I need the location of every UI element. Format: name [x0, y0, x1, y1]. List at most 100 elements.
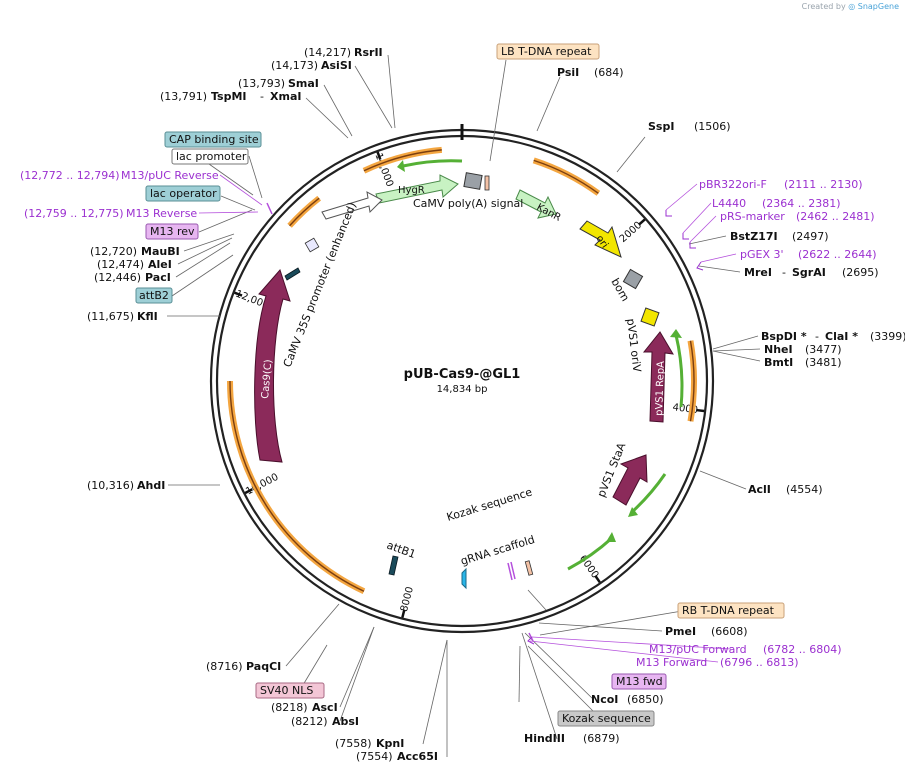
- enzyme-rsrii: RsrII: [354, 46, 383, 59]
- coord-nhei: (3477): [805, 343, 842, 356]
- box-cap-binding-site: [164, 131, 262, 148]
- band-top-right-core: [533, 159, 599, 194]
- credit-brand: SnapGene: [857, 2, 899, 11]
- enzyme-bmti: BmtI: [764, 356, 793, 369]
- enzyme-acc65i: Acc65I: [397, 750, 438, 763]
- m13-fwd-label: M13 fwd: [616, 675, 663, 688]
- enzyme-dash-xmai: -: [260, 90, 264, 103]
- box-lac-promoter: [171, 148, 249, 165]
- coord-absi: (8212): [291, 715, 328, 728]
- box-m13-rev: [145, 223, 199, 240]
- coord-mrei: (2695): [842, 266, 879, 279]
- enzyme-labels: (14,217) RsrII (14,173) AsiSI (13,793) S…: [87, 46, 905, 763]
- coord-asisi: (14,173): [271, 59, 318, 72]
- kozak-arrow: [461, 567, 467, 590]
- tick-mark: [401, 609, 406, 618]
- primer-m13-fwd: M13 Forward: [636, 656, 707, 669]
- band-left-bottom-core: [229, 380, 365, 592]
- cas9-arrow: [254, 269, 291, 463]
- attb1-label: attB1: [385, 539, 418, 561]
- coord-sspi: (1506): [694, 120, 731, 133]
- box-lac-operator: [145, 185, 221, 202]
- primer-coord-m13puc-fwd: (6782 .. 6804): [763, 643, 842, 656]
- primer-leader-lines: [198, 174, 737, 663]
- primer-coord-m13-fwd: (6796 .. 6813): [720, 656, 799, 669]
- tick-mark: [234, 291, 243, 297]
- primer-coord-m13-rev: (12,759 .. 12,775): [24, 207, 124, 220]
- coord-ahdi: (10,316): [87, 479, 134, 492]
- coord-alei: (12,474): [97, 258, 144, 271]
- tick-mark: [244, 488, 253, 495]
- enzyme-sspi: SspI: [648, 120, 674, 133]
- enzyme-sgrai: SgrAI: [792, 266, 826, 279]
- kozak-inner-label: Kozak sequence: [445, 485, 534, 523]
- enzyme-smai: SmaI: [288, 77, 319, 90]
- hygr-label: HygR: [398, 185, 425, 196]
- enzyme-alei: AleI: [148, 258, 172, 271]
- enzyme-ncoi: NcoI: [591, 693, 618, 706]
- credit-prefix: Created by: [801, 2, 846, 11]
- enzyme-asci: AscI: [312, 701, 338, 714]
- tick-mark: [696, 408, 705, 413]
- camv-polya-label: CaMV poly(A) signal: [413, 197, 523, 210]
- pvs1-repa-arrow: [642, 331, 674, 423]
- inner-features: [254, 172, 674, 642]
- pvs1-staa-arrow: [612, 454, 648, 506]
- primer-coord-pbr322ori-f: (2111 .. 2130): [784, 178, 863, 191]
- primer-l4440: L4440: [712, 197, 746, 210]
- box-m13-fwd: [611, 673, 667, 690]
- enzyme-paqci: PaqCI: [246, 660, 281, 673]
- lac-promoter-label: lac promoter: [176, 150, 247, 163]
- plasmid-length: 14,834 bp: [437, 384, 488, 395]
- pvs1-oriv-marker: [640, 307, 660, 327]
- coord-hindiii: (6879): [583, 732, 620, 745]
- plasmid-name: pUB-Cas9-@GL1: [404, 367, 521, 382]
- coord-bstz17i: (2497): [792, 230, 829, 243]
- primer-coord-pgex3: (2622 .. 2644): [798, 248, 877, 261]
- enzyme-mrei: MreI: [744, 266, 772, 279]
- enzyme-dash-sgrai: -: [782, 266, 786, 279]
- primer-labels: (12,772 .. 12,794) M13/pUC Reverse (12,7…: [20, 169, 877, 669]
- band-right-core: [689, 340, 695, 422]
- pvs1-repa-label: pVS1 RepA: [654, 361, 667, 416]
- ori-arrow: [579, 220, 622, 258]
- coord-acc65i: (7554): [356, 750, 393, 763]
- enzyme-nhei: NheI: [764, 343, 793, 356]
- coord-rsrii: (14,217): [304, 46, 351, 59]
- primer-m13puc-fwd: M13/pUC Forward: [649, 643, 747, 656]
- snapgene-logo-icon: ◎: [848, 2, 856, 11]
- green-arrowheads: [397, 160, 682, 542]
- enzyme-bspdi: BspDI *: [761, 330, 807, 343]
- attb2-marker: [284, 267, 301, 281]
- enzyme-asisi: AsiSI: [321, 59, 352, 72]
- primer-pbr322ori-f: pBR322ori-F: [699, 178, 767, 191]
- backbone: [209, 124, 715, 634]
- boxed-labels: CAP binding site lac promoter lac operat…: [135, 43, 785, 727]
- repa-ring-arc: [674, 334, 684, 408]
- coord-paci: (12,446): [94, 271, 141, 284]
- primer-coord-prs-marker: (2462 .. 2481): [796, 210, 875, 223]
- box-rb-tdna-repeat: [677, 602, 785, 619]
- enzyme-acli: AclI: [748, 483, 771, 496]
- box-lb-tdna-repeat: [496, 43, 600, 60]
- camv-polya-marker: [463, 172, 483, 190]
- tick-label: 2000: [618, 220, 644, 245]
- enzyme-hindiii: HindIII: [524, 732, 565, 745]
- enzyme-kfli: KflI: [137, 310, 158, 323]
- enzyme-maubi: MauBI: [141, 245, 180, 258]
- enzyme-dash-clai: -: [815, 330, 819, 343]
- lac-operator-label: lac operator: [150, 187, 217, 200]
- pvs1-oriv-label: pVS1 oriV: [624, 318, 644, 373]
- kanr-arrow: [515, 189, 557, 219]
- bom-marker: [622, 268, 644, 290]
- primer-coord-m13puc-rev: (12,772 .. 12,794): [20, 169, 120, 182]
- tick-mark: [594, 575, 601, 584]
- primer-hooks: [527, 210, 704, 645]
- coord-psii: (684): [594, 66, 624, 79]
- sv40-nls-label: SV40 NLS: [260, 684, 313, 697]
- box-kozak-sequence: [557, 710, 655, 727]
- enzyme-bstz17i: BstZ17I: [730, 230, 778, 243]
- enzyme-clai: ClaI *: [825, 330, 858, 343]
- grna-mark-1: [507, 562, 513, 581]
